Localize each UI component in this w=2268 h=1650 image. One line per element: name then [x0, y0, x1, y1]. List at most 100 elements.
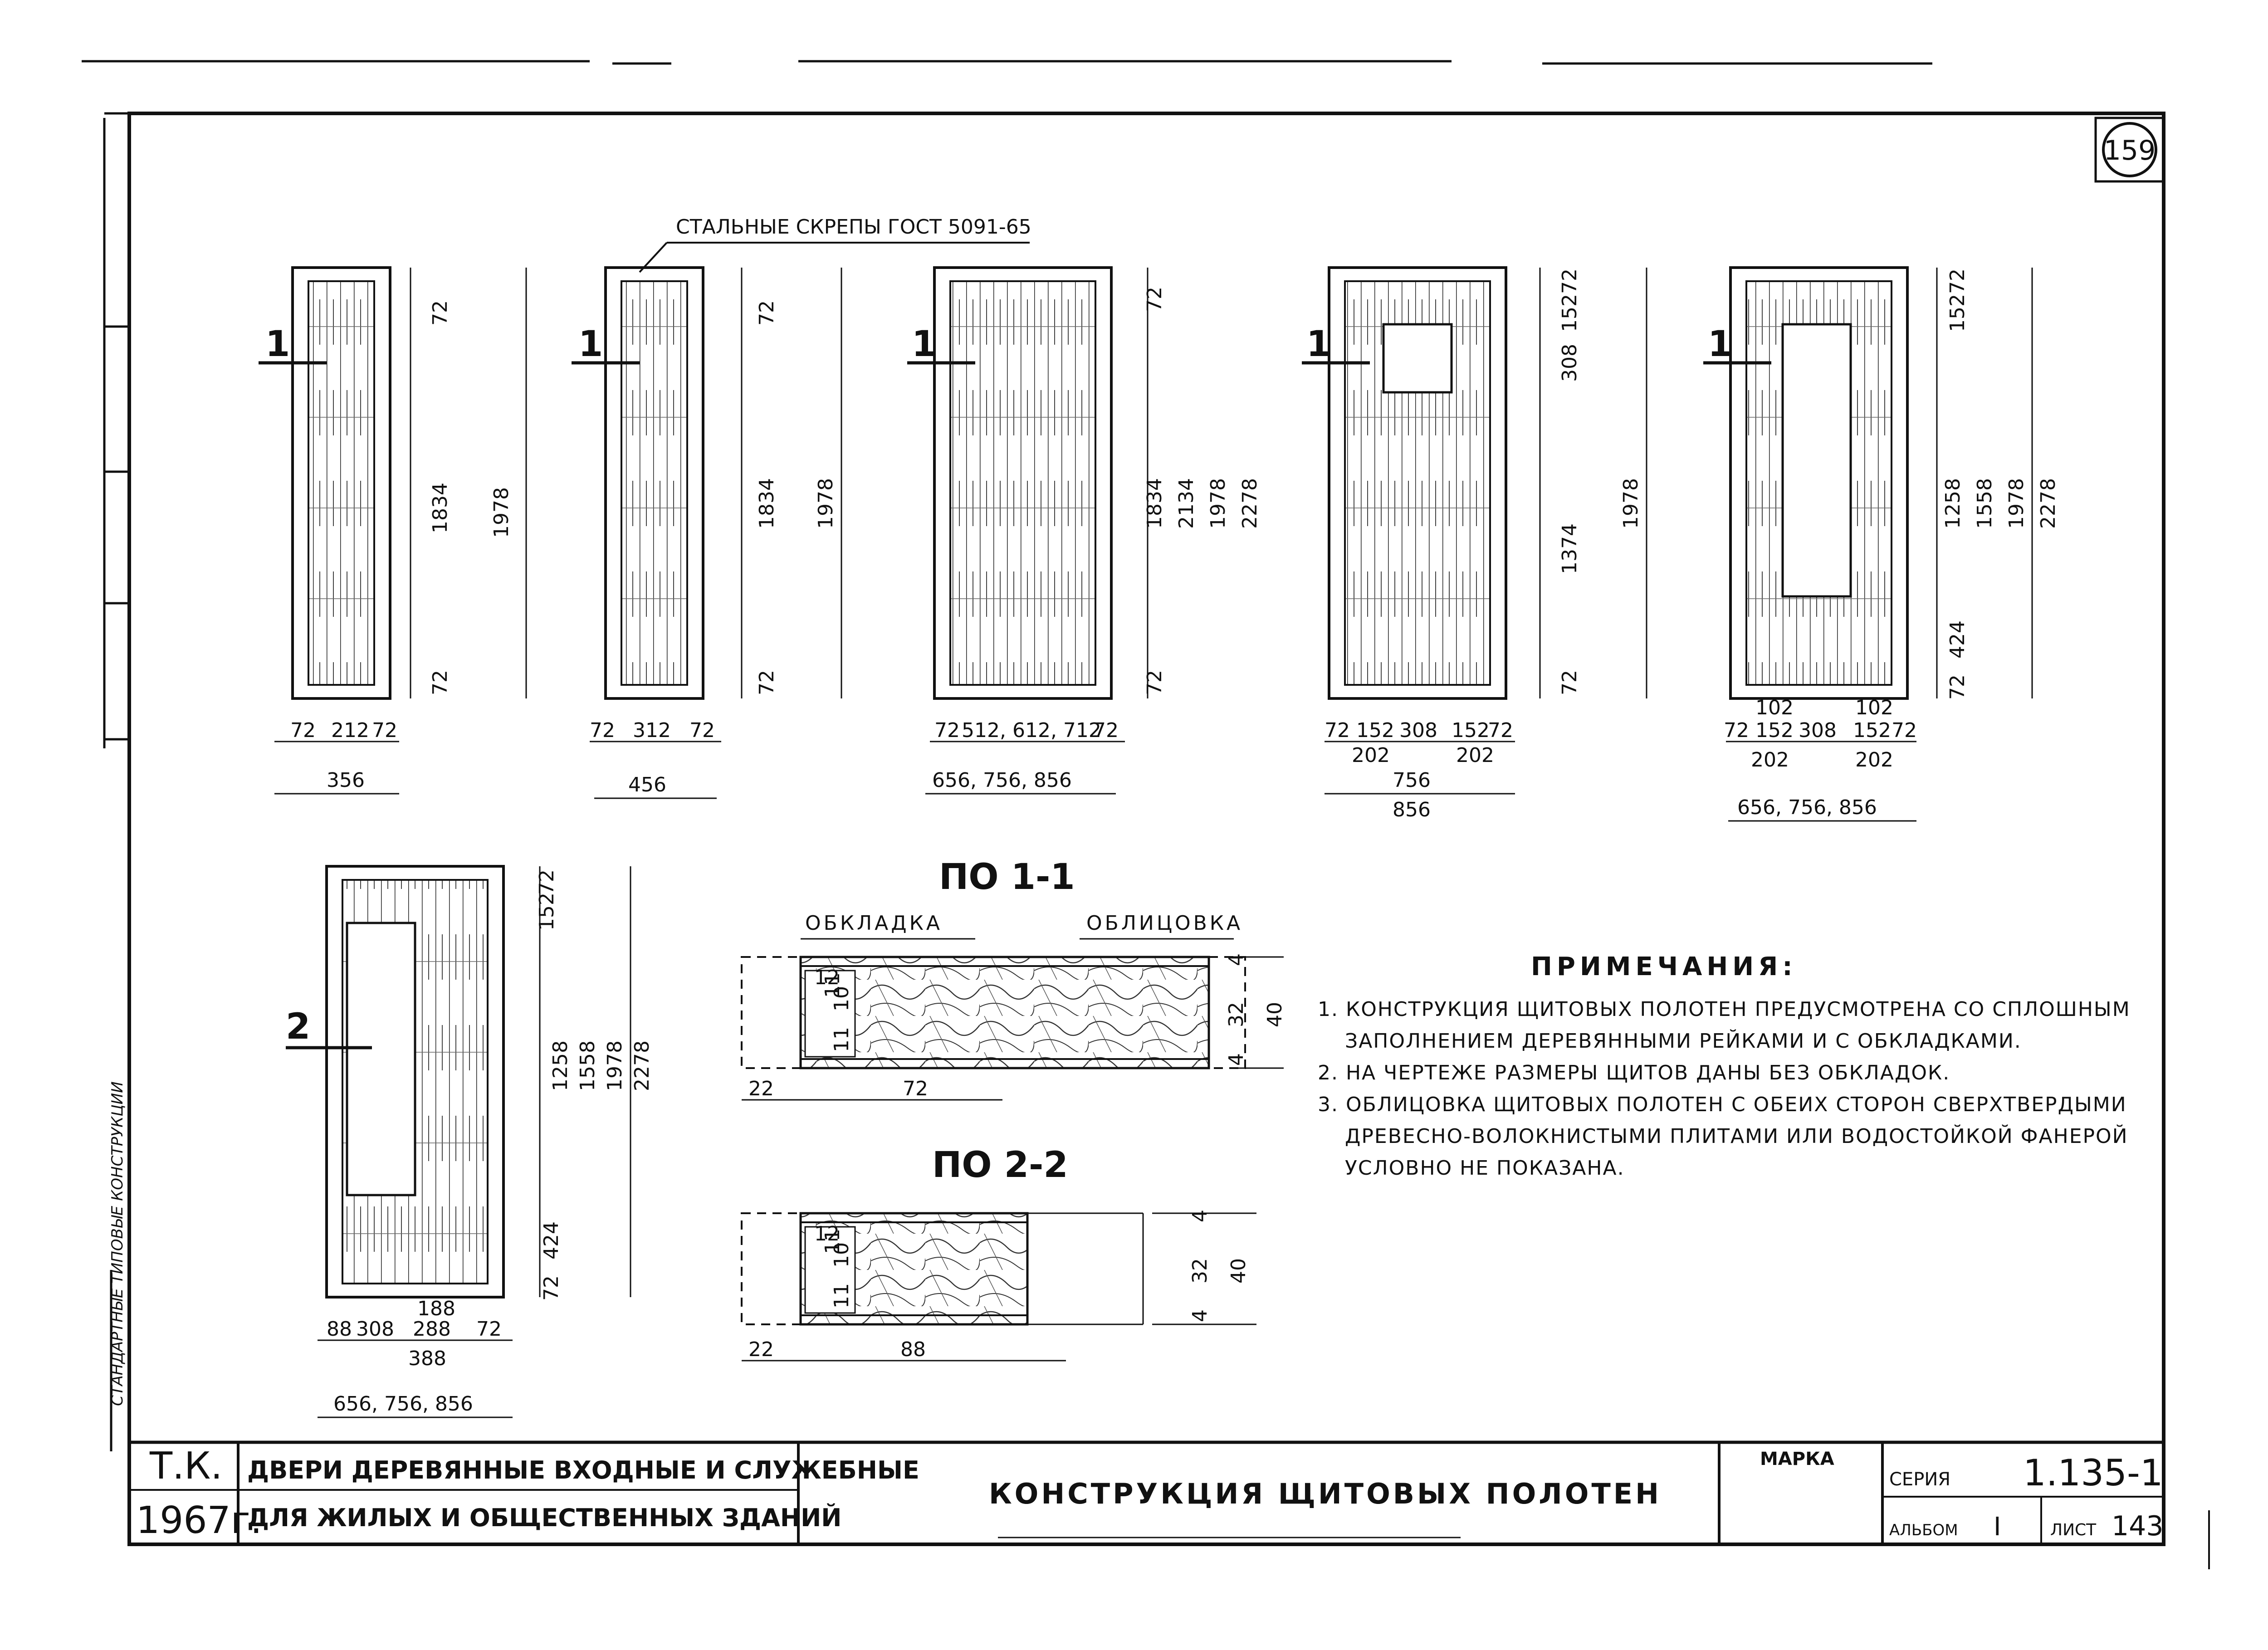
panel-5-width-total: 656, 756, 856 — [1737, 796, 1877, 819]
panel-6-height-c: 1258 — [549, 1040, 572, 1091]
door-panel-1: 1 72 1834 72 1978 72 212 72 356 — [259, 266, 527, 795]
panel-4-bottom-c: 308 — [1399, 719, 1437, 742]
panel-3-height-d: 2134 — [1175, 478, 1198, 529]
panel-5-height-d: 1558 — [1973, 478, 1996, 529]
panel-1-height-total: 1978 — [490, 487, 513, 538]
panel-6-bottom-d: 72 — [476, 1318, 502, 1341]
panel-3-height-c: 72 — [1143, 670, 1166, 695]
section-callout-1e: 1 — [1708, 324, 1732, 365]
left-margin-strip — [103, 112, 129, 1451]
panel-6-sub: 388 — [408, 1347, 446, 1370]
note-line-1: 1. КОНСТРУКЦИЯ ЩИТОВЫХ ПОЛОТЕН ПРЕДУСМОТ… — [1318, 998, 2131, 1021]
panel-5-height-e: 424 — [1946, 620, 1969, 659]
panel-6-height-b: 152 — [535, 893, 558, 931]
section-2-bottom-a: 22 — [748, 1338, 774, 1361]
section-2-dim-d: 11 — [830, 1283, 853, 1308]
section-1-label-facing: ОБЛИЦОВКА — [1086, 912, 1243, 935]
panel-4-width-total-b: 856 — [1393, 798, 1431, 821]
panel-6-bottom-b: 308 — [356, 1318, 394, 1341]
section-callout-1: 1 — [265, 324, 290, 365]
panel-5-height-a: 72 — [1946, 268, 1969, 294]
note-line-4: 3. ОБЛИЦОВКА ЩИТОВЫХ ПОЛОТЕН С ОБЕИХ СТО… — [1318, 1093, 2127, 1116]
notes-title: ПРИМЕЧАНИЯ: — [1531, 952, 1797, 981]
tb-list-value: 143 — [2112, 1510, 2164, 1542]
tb-album-value: I — [1994, 1512, 2001, 1542]
panel-3-bottom-a: 72 — [934, 719, 960, 742]
door-panel-3: 1 72 1834 72 2134 1978 2278 72 512, 612,… — [907, 266, 1261, 795]
panel-3-height-e: 1978 — [1207, 478, 1230, 529]
top-trim-lines — [82, 60, 1932, 65]
section-1-right-a: 4 — [1225, 953, 1248, 966]
panel-6-glazing-opening — [346, 922, 416, 1196]
section-1-dim-d: 11 — [830, 1027, 853, 1052]
panel-1-bottom-c: 72 — [372, 719, 397, 742]
section-1-title: ПО 1-1 — [939, 857, 1075, 898]
tb-list-label: ЛИСТ — [2050, 1521, 2097, 1539]
panel-4-height-d: 1374 — [1558, 523, 1581, 574]
section-2-2: ПО 2-2 12 10 11 11 4 32 4 40 22 88 — [741, 1145, 1256, 1362]
tb-org: Т.К. — [149, 1445, 222, 1488]
panel-6-height-h: 72 — [540, 1275, 563, 1301]
door-panel-4: 1 72 152 308 1374 72 1978 72 152 308 152… — [1302, 266, 1647, 821]
panel-4-bottom-b: 152 — [1356, 719, 1394, 742]
sheet-number-badge: 159 — [2094, 117, 2165, 183]
panel-5-subtop-a: 102 — [1755, 696, 1794, 719]
door-panel-2: 1 72 1834 72 1978 72 312 72 456 — [572, 266, 842, 799]
tb-series-label: СЕРИЯ — [1889, 1469, 1950, 1490]
panel-5-sub-a: 202 — [1751, 748, 1789, 771]
note-line-5: ДРЕВЕСНО-ВОЛОКНИСТЫМИ ПЛИТАМИ ИЛИ ВОДОСТ… — [1345, 1124, 2128, 1148]
panel-3-height-f: 2278 — [1238, 478, 1261, 529]
note-line-6: УСЛОВНО НЕ ПОКАЗАНА. — [1345, 1157, 1625, 1180]
panel-5-bottom-c: 308 — [1799, 719, 1837, 742]
panel-5-height-f: 72 — [1946, 674, 1969, 700]
panel-2-height-c: 72 — [755, 670, 778, 695]
panel-6-height-g: 424 — [540, 1221, 563, 1259]
panel-6-width-total: 656, 756, 856 — [333, 1392, 473, 1416]
section-1-right-c: 4 — [1225, 1053, 1248, 1066]
section-callout-1c: 1 — [912, 324, 936, 365]
tb-project-line-1: ДВЕРИ ДЕРЕВЯННЫЕ ВХОДНЫЕ И СЛУЖЕБНЫЕ — [247, 1456, 919, 1484]
panel-6-bottom-c: 288 — [413, 1318, 451, 1341]
section-1-bottom-a: 22 — [748, 1077, 774, 1100]
panel-4-sub-b: 202 — [1456, 744, 1494, 767]
panel-4-bottom-d: 152 — [1452, 719, 1490, 742]
section-2-bottom-b: 88 — [900, 1338, 926, 1361]
panel-2-height-a: 72 — [755, 300, 778, 326]
title-block: Т.К. 1967г. ДВЕРИ ДЕРЕВЯННЫЕ ВХОДНЫЕ И С… — [129, 1440, 2164, 1544]
panel-5-height-c: 1258 — [1941, 478, 1965, 529]
panel-1-bottom-a: 72 — [290, 719, 316, 742]
panel-2-bottom-b: 312 — [633, 719, 671, 742]
panel-2-bottom-c: 72 — [689, 719, 715, 742]
panel-4-height-b: 152 — [1558, 294, 1581, 332]
section-1-bottom-b: 72 — [903, 1077, 928, 1100]
tb-sheet-title: КОНСТРУКЦИЯ ЩИТОВЫХ ПОЛОТЕН — [989, 1477, 1662, 1510]
panel-2-bottom-a: 72 — [590, 719, 615, 742]
panel-4-bottom-e: 72 — [1488, 719, 1513, 742]
section-2-right-total: 40 — [1227, 1258, 1250, 1284]
panel-4-height-total: 1978 — [1619, 478, 1642, 529]
section-1-dim-a: 12 — [814, 966, 840, 989]
panel-4-width-total-a: 756 — [1393, 769, 1431, 792]
top-label: СТАЛЬНЫЕ СКРЕПЫ ГОСТ 5091-65 — [676, 215, 1031, 239]
panel-4-bottom-a: 72 — [1325, 719, 1350, 742]
section-2-right-b: 32 — [1188, 1258, 1212, 1284]
section-1-right-total: 40 — [1263, 1002, 1286, 1027]
section-2-right-a: 4 — [1188, 1210, 1212, 1222]
panel-1-width-total: 356 — [327, 769, 365, 792]
panel-5-sub-b: 202 — [1855, 748, 1893, 771]
tb-marka-label: МАРКА — [1760, 1449, 1834, 1469]
panel-1-height-a: 72 — [429, 300, 452, 326]
panel-1-height-c: 72 — [429, 670, 452, 695]
section-2-right-c: 4 — [1188, 1309, 1212, 1322]
panel-5-height-b: 152 — [1946, 294, 1969, 332]
panel-5-subtop-b: 102 — [1855, 696, 1893, 719]
panel-4-glazing-opening — [1382, 323, 1453, 394]
section-2-dim-a: 12 — [814, 1222, 840, 1245]
section-callout-2: 2 — [286, 1006, 310, 1047]
door-panel-6: 2 72 152 1258 1558 1978 2278 424 72 188 … — [286, 865, 654, 1418]
sheet-number: 159 — [2104, 135, 2156, 166]
panel-6-height-f: 2278 — [631, 1040, 654, 1091]
section-2-title: ПО 2-2 — [932, 1145, 1068, 1186]
section-1-label-lining: ОБКЛАДКА — [805, 912, 943, 935]
